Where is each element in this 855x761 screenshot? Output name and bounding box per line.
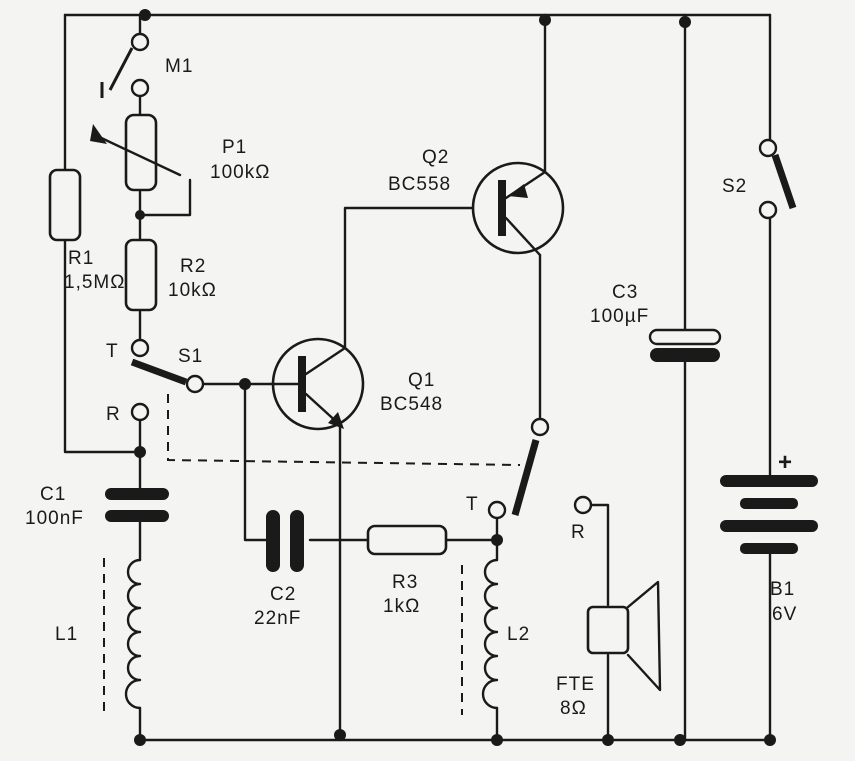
q2-transistor: Q2 BC558 (388, 147, 565, 257)
s1-gang-link (167, 394, 521, 466)
c1-capacitor: C1 100nF (25, 484, 169, 529)
p1-ref: P1 (222, 137, 247, 158)
q2-value: BC558 (388, 174, 451, 195)
m1-switch: M1 (100, 32, 193, 98)
s1-r-label: R (106, 404, 121, 425)
c2-value: 22nF (254, 608, 301, 629)
s2-label: S2 (722, 176, 747, 197)
s1b-r-label: R (571, 522, 586, 543)
r3-value: 1kΩ (383, 596, 420, 617)
s2-switch: S2 (722, 138, 797, 220)
b1-ref: B1 (770, 579, 795, 600)
s1-label: S1 (178, 346, 203, 367)
l2-label: L2 (507, 624, 530, 645)
q1-ref: Q1 (408, 370, 435, 391)
r2-ref: R2 (180, 256, 206, 277)
c3-ref: C3 (612, 282, 638, 303)
c1-value: 100nF (25, 508, 84, 529)
fte-speaker: FTE 8Ω (556, 580, 662, 719)
fte-ref: FTE (556, 674, 595, 695)
r2-resistor: R2 10kΩ (124, 238, 217, 312)
b1-value: 6V (772, 604, 797, 625)
b1-battery: + B1 6V (720, 449, 818, 625)
q1-value: BC548 (380, 394, 443, 415)
c3-value: 100µF (590, 306, 649, 327)
r1-resistor: R1 1,5MΩ (48, 168, 125, 293)
s1-switch: T R S1 (106, 338, 205, 425)
r3-ref: R3 (392, 572, 418, 593)
junctions (134, 9, 776, 746)
r1-ref: R1 (68, 248, 94, 269)
r3-resistor: R3 1kΩ (366, 524, 448, 617)
r2-value: 10kΩ (168, 280, 217, 301)
l1-label: L1 (55, 624, 78, 645)
q1-transistor: Q1 BC548 (268, 337, 443, 431)
l1-coil: L1 (55, 558, 142, 712)
c2-ref: C2 (270, 584, 296, 605)
c1-ref: C1 (40, 484, 66, 505)
r1-value: 1,5MΩ (64, 272, 125, 293)
s1-t-label: T (106, 341, 119, 362)
m1-label: M1 (165, 56, 193, 77)
p1-value: 100kΩ (210, 162, 270, 183)
c2-capacitor: C2 22nF (254, 510, 304, 629)
l2-coil: L2 (461, 558, 530, 715)
s1b-t-label: T (466, 494, 479, 515)
b1-polarity: + (778, 449, 792, 476)
s1b-switch: T R (466, 417, 593, 543)
p1-potentiometer: P1 100kΩ (90, 113, 270, 192)
fte-value: 8Ω (560, 698, 587, 719)
q2-ref: Q2 (422, 147, 449, 168)
c3-capacitor: C3 100µF (590, 282, 722, 362)
